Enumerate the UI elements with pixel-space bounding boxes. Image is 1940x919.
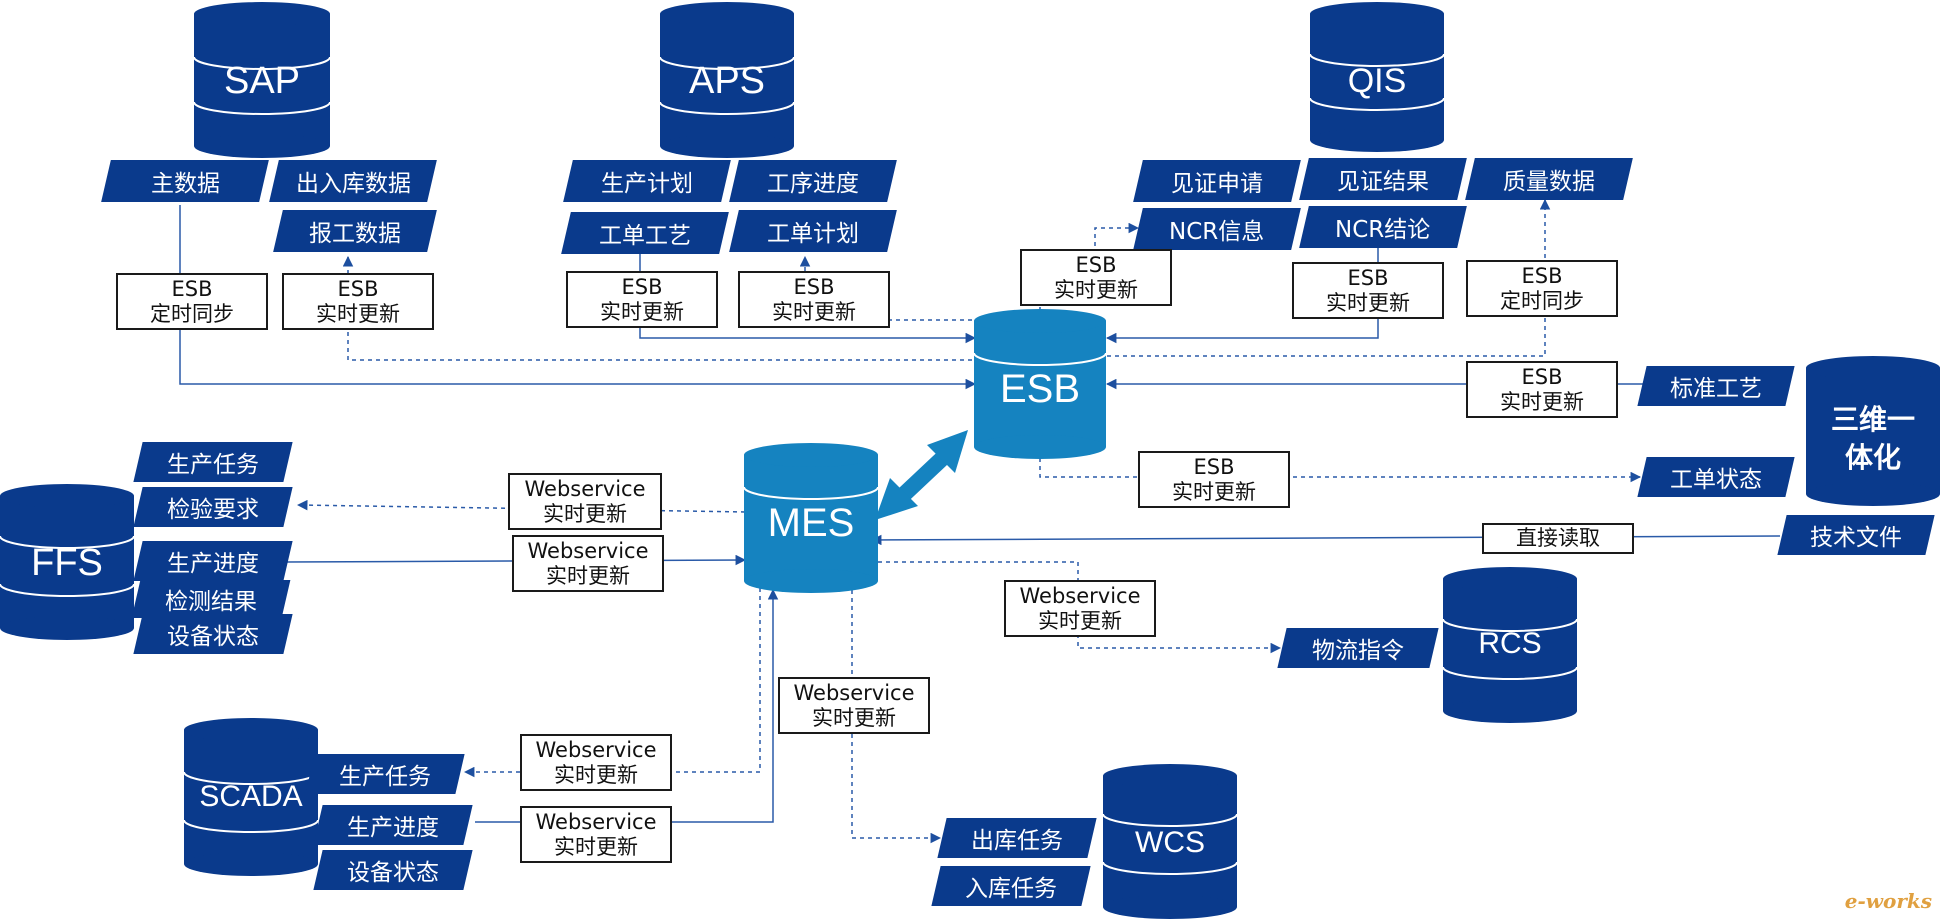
tag-sap-inout: 出入库数据 bbox=[269, 160, 437, 202]
database-cylinder-icon bbox=[1310, 2, 1444, 152]
rcs-database: RCS bbox=[1443, 567, 1577, 723]
tag-order-status: 工单状态 bbox=[1637, 457, 1795, 497]
tag-ffs-result: 检测结果 bbox=[131, 580, 291, 618]
sanwei-label-line2: 体化 bbox=[1844, 441, 1901, 474]
qis-database: QIS bbox=[1310, 2, 1444, 152]
tag-qis-witness-result: 见证结果 bbox=[1299, 158, 1467, 200]
database-cylinder-icon bbox=[1443, 567, 1577, 723]
tag-std-process: 标准工艺 bbox=[1637, 366, 1795, 406]
tag-tech-docs: 技术文件 bbox=[1777, 515, 1935, 555]
tag-scada-progress: 生产进度 bbox=[313, 805, 473, 845]
database-cylinder-icon bbox=[974, 309, 1106, 459]
line-sap-master-esb bbox=[179, 205, 977, 390]
database-cylinder-icon bbox=[184, 718, 318, 876]
esb-hub: ESB bbox=[974, 309, 1106, 459]
aps-label: APS bbox=[688, 60, 766, 102]
tag-sap-master: 主数据 bbox=[101, 160, 269, 202]
line-tech-mes bbox=[870, 534, 1781, 546]
tag-ffs-equip: 设备状态 bbox=[133, 614, 293, 654]
tag-aps-progress: 工序进度 bbox=[729, 160, 897, 202]
sap-database: SAP bbox=[194, 2, 330, 158]
aps-database: APS bbox=[660, 2, 794, 158]
tag-aps-process: 工单工艺 bbox=[561, 212, 729, 254]
tag-scada-task: 生产任务 bbox=[305, 754, 465, 794]
tag-qis-quality: 质量数据 bbox=[1465, 158, 1633, 200]
esb-label: ESB bbox=[999, 367, 1081, 411]
watermark-logo: e-works bbox=[1844, 889, 1932, 913]
line-mes-wcs bbox=[851, 590, 942, 844]
qis-label: QIS bbox=[1347, 62, 1407, 100]
database-cylinder-icon bbox=[660, 2, 794, 158]
database-cylinder-icon bbox=[194, 2, 330, 158]
database-cylinder-icon bbox=[1103, 764, 1237, 919]
tag-rcs-logistics: 物流指令 bbox=[1277, 628, 1439, 668]
line-mes-ffs bbox=[296, 499, 746, 513]
tag-aps-plan: 生产计划 bbox=[563, 160, 731, 202]
wcs-database: WCS bbox=[1103, 764, 1237, 919]
scada-label: SCADA bbox=[199, 780, 303, 813]
tag-sap-report: 报工数据 bbox=[273, 210, 437, 252]
tag-ffs-progress: 生产进度 bbox=[133, 541, 293, 581]
database-cylinder-icon bbox=[0, 484, 134, 640]
line-esb-sap-report bbox=[347, 330, 972, 361]
database-cylinder-icon bbox=[744, 443, 878, 593]
tag-aps-order-plan: 工单计划 bbox=[729, 210, 897, 252]
sap-label: SAP bbox=[223, 60, 301, 102]
tag-qis-ncr-conclusion: NCR结论 bbox=[1299, 206, 1467, 248]
database-cylinder-icon bbox=[1806, 356, 1940, 506]
line-esb-quality bbox=[1107, 198, 1551, 357]
tag-wcs-in: 入库任务 bbox=[931, 866, 1091, 906]
tag-wcs-out: 出库任务 bbox=[937, 818, 1097, 858]
sanwei-label-line1: 三维一 bbox=[1830, 403, 1915, 436]
tag-ffs-task: 生产任务 bbox=[133, 442, 293, 482]
ffs-label: FFS bbox=[31, 542, 103, 584]
mes-esb-double-arrow bbox=[875, 430, 968, 520]
line-mes-scada bbox=[463, 588, 761, 778]
rcs-label: RCS bbox=[1478, 627, 1542, 660]
tag-qis-ncr-info: NCR信息 bbox=[1133, 208, 1301, 250]
line-esb-status bbox=[1039, 458, 1642, 483]
mes-label: MES bbox=[767, 501, 855, 545]
mes-hub: MES bbox=[744, 443, 878, 593]
tag-scada-equip: 设备状态 bbox=[313, 850, 473, 890]
box-direct-read: 直接读取 bbox=[1482, 523, 1634, 554]
ffs-database: FFS bbox=[0, 484, 134, 640]
sanwei-database: 三维一 体化 bbox=[1806, 356, 1940, 506]
tag-qis-witness-req: 见证申请 bbox=[1133, 160, 1301, 202]
scada-database: SCADA bbox=[184, 718, 318, 876]
wcs-label: WCS bbox=[1135, 826, 1205, 859]
tag-ffs-inspect-req: 检验要求 bbox=[133, 487, 293, 527]
